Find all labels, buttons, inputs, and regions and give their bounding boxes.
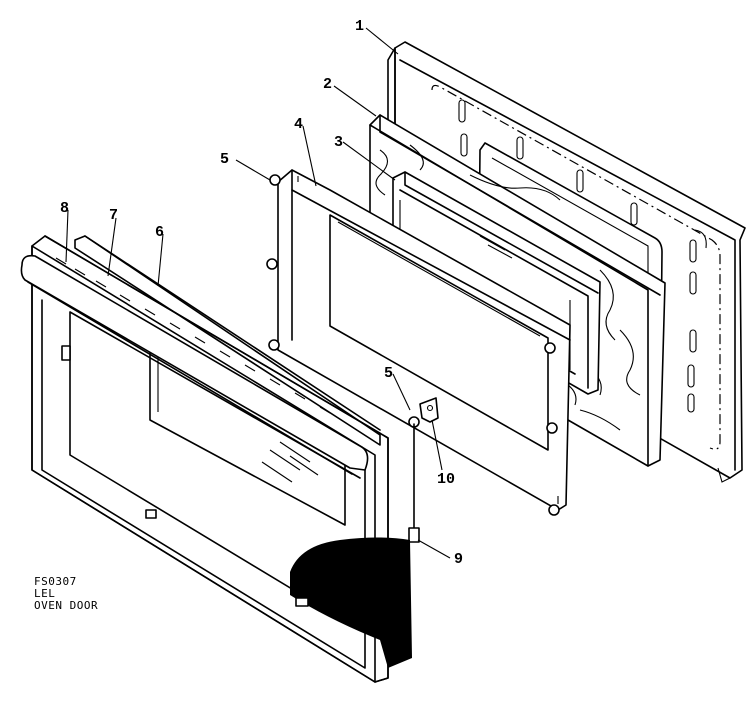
caption-figure-code: FS0307 xyxy=(34,575,77,588)
caption-title: OVEN DOOR xyxy=(34,599,98,612)
callout-4: 4 xyxy=(294,116,303,133)
callout-labels: 1 2 3 4 5 5 6 7 8 9 10 xyxy=(60,18,463,568)
part-4-door-liner xyxy=(266,169,571,516)
callout-5-lower: 5 xyxy=(384,365,393,382)
callout-1: 1 xyxy=(355,18,364,35)
caption-model: LEL xyxy=(34,587,55,600)
callout-6: 6 xyxy=(155,224,164,241)
leader-lines xyxy=(65,27,451,559)
part-8-outer-door xyxy=(20,235,412,683)
callout-9: 9 xyxy=(454,551,463,568)
callout-3: 3 xyxy=(334,134,343,151)
callout-10: 10 xyxy=(437,471,455,488)
callout-5-upper: 5 xyxy=(220,151,229,168)
part-10-hinge-bracket xyxy=(408,397,439,543)
callout-7: 7 xyxy=(109,207,118,224)
part-6-outer-glass xyxy=(74,235,381,446)
callout-2: 2 xyxy=(323,76,332,93)
figure-caption: FS0307 LEL OVEN DOOR xyxy=(34,575,98,612)
callout-8: 8 xyxy=(60,200,69,217)
